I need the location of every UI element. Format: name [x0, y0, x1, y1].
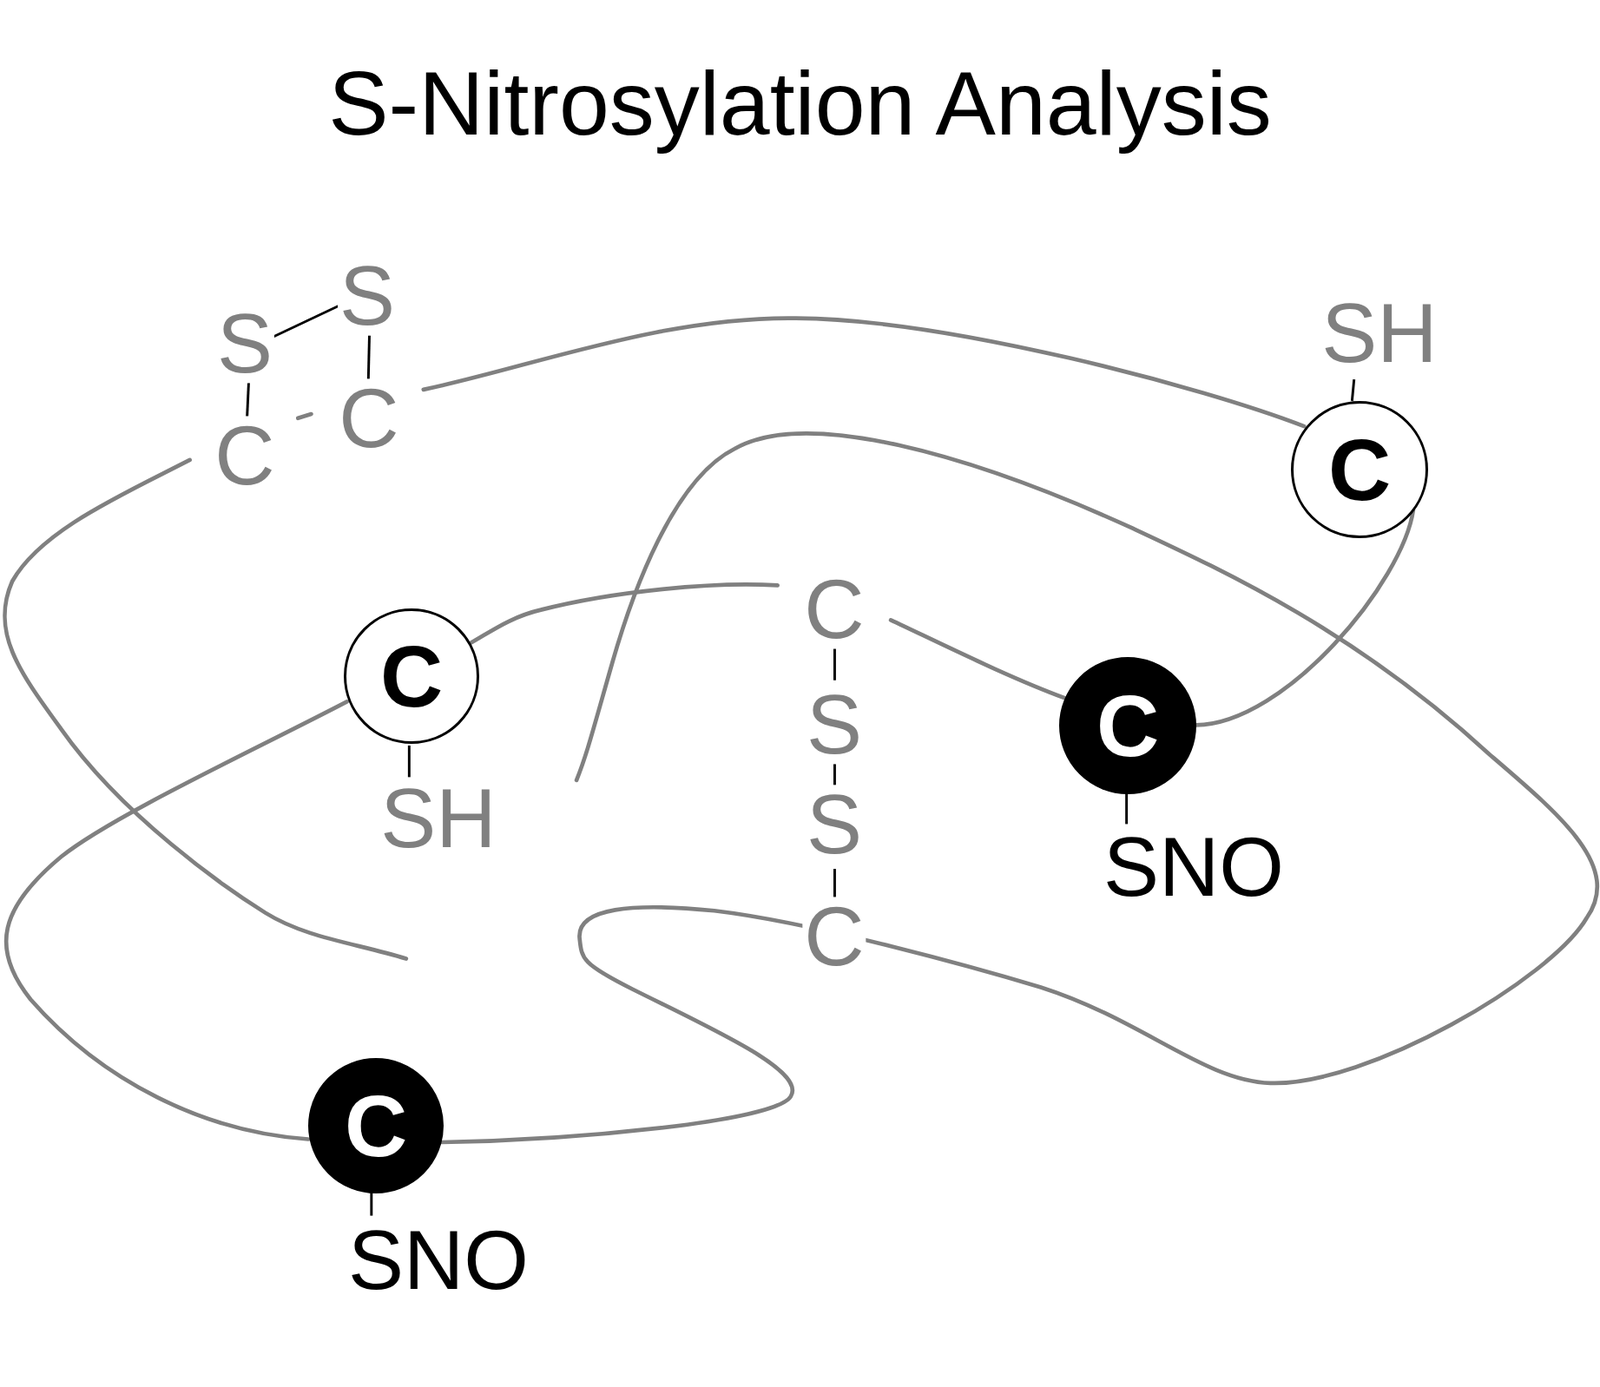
atom-letter: S: [804, 784, 864, 864]
atom-letter: C: [336, 378, 401, 458]
bond-tick: [1351, 379, 1354, 402]
atom-letter: S: [804, 684, 864, 764]
chain-segment: [471, 584, 778, 643]
thiol-group-label: SH: [1319, 293, 1439, 373]
thiol-group-label: SNO: [346, 1220, 531, 1300]
chain-segment: [6, 701, 348, 1140]
atom-letter: C: [212, 415, 277, 495]
chain-segment: [4, 460, 406, 960]
residue-letter: C: [380, 632, 443, 720]
chain-segment: [441, 433, 1598, 1143]
chain-segment: [423, 318, 1304, 428]
bond-tick: [833, 648, 837, 680]
residue-letter: C: [344, 1082, 408, 1170]
bond-tick: [833, 869, 837, 900]
atom-letter: C: [802, 569, 866, 649]
bond-tick: [1125, 792, 1128, 824]
atom-letter: S: [215, 303, 275, 383]
chain-segment: [890, 619, 1067, 698]
atom-letter: C: [802, 896, 866, 976]
bond-tick: [368, 335, 369, 381]
residue-letter: C: [1328, 426, 1391, 514]
free-cysteine: C: [343, 608, 480, 745]
thiol-group-label: SH: [378, 778, 498, 858]
nitrosylated-cysteine: C: [1059, 657, 1197, 795]
disulfide-bond: [267, 302, 345, 340]
nitrosylated-cysteine: C: [308, 1058, 444, 1194]
peptide-dash: [297, 414, 311, 419]
bond-tick: [408, 745, 411, 777]
title: S-Nitrosylation Analysis: [0, 53, 1600, 153]
bond-tick: [369, 1192, 373, 1217]
free-cysteine: C: [1290, 401, 1429, 539]
residue-letter: C: [1096, 682, 1159, 770]
thiol-group-label: SNO: [1101, 827, 1286, 907]
atom-letter: S: [337, 256, 397, 336]
